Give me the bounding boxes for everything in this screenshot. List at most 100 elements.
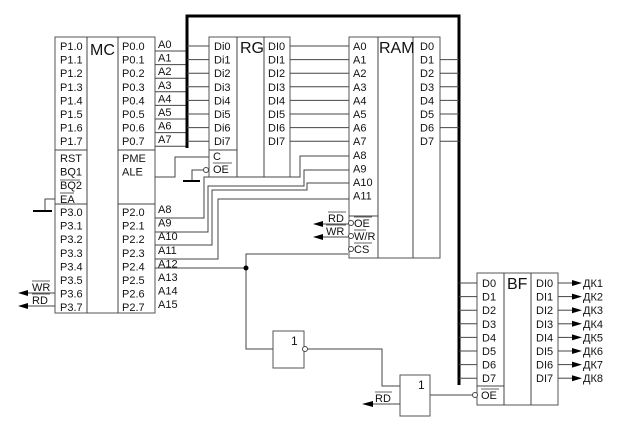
mc-pin-label: P2.5 (122, 275, 145, 287)
mc-pin-label: ALE (122, 167, 143, 179)
address-label: A9 (158, 218, 171, 230)
arrow-icon (362, 401, 373, 407)
ram-pin-label: A5 (353, 109, 366, 121)
rg-pin-label: DI5 (268, 109, 285, 121)
inversion-bubble (472, 392, 478, 398)
mc-pin-label: P3.6 (60, 289, 83, 301)
mc-pin-label: P1.3 (60, 82, 83, 94)
bf-output-signal-label: ДК6 (583, 346, 603, 358)
rg-pin-label: Di0 (214, 41, 231, 53)
ram-pin-label: A8 (353, 150, 366, 162)
rg-pin-label: Di2 (214, 68, 231, 80)
bf-pin-label: D4 (482, 332, 496, 344)
mc-pin-label: P0.5 (122, 109, 145, 121)
rg-pin-label: Di5 (214, 109, 231, 121)
arrow-icon (572, 293, 582, 300)
bf-pin-label: DI2 (536, 305, 553, 317)
data-bus (185, 14, 461, 385)
mc-pin-label: P0.7 (122, 136, 145, 148)
address-label: A8 (158, 204, 171, 216)
ram-pin-cs: CS (354, 244, 369, 256)
gate1-label: 1 (291, 334, 298, 348)
ea-ground (33, 198, 55, 212)
mc-pin-label: P2.2 (122, 234, 145, 246)
arrow-icon (572, 280, 582, 286)
or-gate-1: 1 (272, 330, 308, 369)
arrow-icon (572, 334, 582, 341)
ram-pin-label: D7 (420, 136, 434, 148)
bf-pin-label: D1 (482, 292, 496, 304)
mc-pin-label: P3.5 (60, 275, 83, 287)
mc-pin-label: P3.2 (60, 234, 83, 246)
mc-pin-label: P1.4 (60, 95, 83, 107)
arrow-icon (18, 290, 28, 296)
address-label: A4 (158, 93, 171, 105)
mc-pin-label: P3.7 (60, 302, 83, 314)
address-label: A12 (158, 258, 178, 270)
ram-pin-label: A3 (353, 82, 366, 94)
address-label: A0 (158, 39, 171, 51)
rg-pin-label: DI4 (268, 95, 285, 107)
ram-pin-label: A0 (353, 41, 366, 53)
ram-pin-label: A6 (353, 123, 366, 135)
inversion-bubble (348, 246, 354, 252)
mc-pin-label: P1.7 (60, 136, 83, 148)
ram-pin-label: A10 (353, 177, 373, 189)
ram-pin-label: A2 (353, 68, 366, 80)
address-label: A13 (158, 272, 178, 284)
ram-pin-label: A4 (353, 95, 366, 107)
mc-pin-label: P0.6 (122, 123, 145, 135)
mc-rd-output: RD (18, 293, 55, 309)
bf-pin-label: DI7 (536, 373, 553, 385)
mc-pin-label: RST (60, 153, 82, 165)
bf-pin-label: DI5 (536, 346, 553, 358)
mc-pin-label: P0.1 (122, 55, 145, 67)
ram-pin-label: D6 (420, 123, 434, 135)
mc-pin-label: P2.4 (122, 261, 145, 273)
ram-pin-label: D5 (420, 109, 434, 121)
rg-title: RG (240, 40, 264, 57)
mc-pin-label: P3.3 (60, 248, 83, 260)
ale-to-c-wire (155, 156, 209, 178)
mc-pin-label: P1.1 (60, 55, 83, 67)
inversion-bubble (302, 346, 308, 352)
ram-pin-wr: W/R (354, 231, 375, 243)
address-label: A1 (158, 53, 171, 65)
ram-pin-label: D0 (420, 41, 434, 53)
bf-output-signal-label: ДК2 (583, 292, 603, 304)
bf-pin-label: DI0 (536, 278, 553, 290)
mc-rd-label: RD (32, 295, 48, 307)
arrow-icon (18, 303, 28, 309)
inversion-bubble (348, 220, 354, 226)
mc-pin-label: P3.1 (60, 221, 83, 233)
arrow-icon (572, 320, 582, 327)
mc-pin-label: P2.0 (122, 207, 145, 219)
gate1-to-gate2-wire (308, 348, 400, 387)
rg-pin-label: DI3 (268, 82, 285, 94)
or-gate-2: 1 (399, 374, 431, 417)
rg-pin-label: Di6 (214, 123, 231, 135)
bf-pin-oe: OE (481, 390, 497, 402)
rg-pin-oe: OE (213, 164, 229, 176)
a12-wires (155, 253, 348, 350)
address-label: A3 (158, 80, 171, 92)
address-label: A2 (158, 66, 171, 78)
rg-pin-label: DI0 (268, 41, 285, 53)
rg-pin-label: DI1 (268, 55, 285, 67)
gate2-label: 1 (418, 378, 425, 392)
rg-pin-label: DI6 (268, 123, 285, 135)
address-label: A11 (158, 245, 177, 257)
bf-output-signal-label: ДК7 (583, 360, 603, 372)
address-label: A14 (158, 286, 178, 298)
gate2-rd-label: RD (375, 393, 391, 405)
arrow-icon (572, 375, 582, 382)
ram-rd-input: RD (313, 211, 349, 227)
bf-pin-label: D7 (482, 373, 496, 385)
arrow-icon (572, 348, 582, 354)
arrow-icon (313, 221, 323, 227)
rg-pin-c: C (213, 151, 221, 163)
mc-pin-label: PME (122, 153, 146, 165)
ram-pin-label: A9 (353, 163, 366, 175)
